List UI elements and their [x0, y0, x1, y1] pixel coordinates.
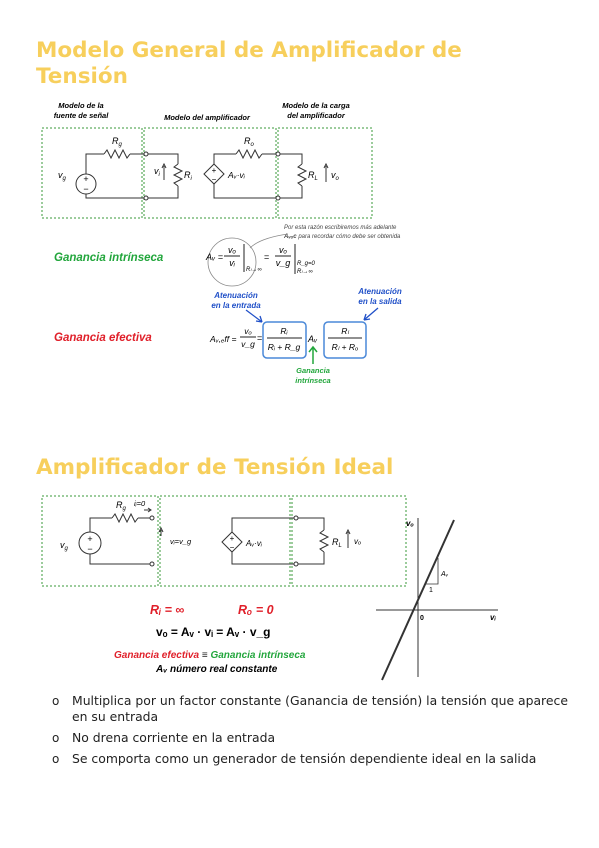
eq1-frac2-num: vₒ [279, 245, 288, 255]
eq2-frac-den: v_g [241, 339, 255, 349]
atenuacion-entrada-2: en la entrada [211, 301, 261, 310]
caption-fuente-2: fuente de señal [54, 111, 110, 120]
ideal-conditions: Rᵢ = ∞ Rₒ = 0 vₒ = Aᵥ · vᵢ = Aᵥ · v_g Ga… [114, 603, 306, 675]
ideal-source-vg [78, 531, 102, 555]
svg-text:vo: vo [331, 170, 340, 182]
graph-origin: 0 [420, 615, 424, 622]
svg-text:+: + [212, 166, 217, 175]
source-vg-symbol [75, 173, 97, 195]
caption-amplificador: Modelo del amplificador [164, 113, 251, 122]
gain-equations: Por esta razón escribiremos más adelante… [54, 225, 402, 385]
atenuacion-salida-1: Atenuación [357, 287, 402, 296]
bullet-marker: o [52, 752, 60, 766]
svg-text:−: − [212, 175, 217, 184]
atten-out-box [323, 321, 367, 359]
eq1-eq: = [264, 252, 269, 262]
svg-text:vg: vg [60, 540, 69, 552]
eq2-aveff: Aᵥ,ₑff = [209, 334, 236, 344]
box-carga [277, 127, 373, 219]
gi-label-1: Ganancia [296, 366, 330, 375]
svg-text:+: + [87, 534, 92, 544]
ideal-vo: vₒ [354, 537, 361, 546]
svg-text:RL: RL [332, 537, 342, 549]
eq2-ri-den: Rᵢ + R_g [268, 342, 301, 352]
graph-one: 1 [429, 587, 433, 594]
highlight-circle [207, 237, 257, 287]
svg-text:RL: RL [308, 170, 318, 182]
svg-text:Rg: Rg [116, 500, 127, 512]
eq1-cond1: Rₗ→∞ [246, 267, 262, 273]
svg-text:Ri: Ri [184, 170, 193, 182]
bullet-marker: o [52, 731, 60, 745]
caption-fuente-1: Modelo de la [58, 101, 103, 110]
dependent-source-symbol [203, 163, 225, 185]
graph-y-label: vₒ [406, 519, 414, 528]
eq1-cond2a: R_g=0 [297, 261, 316, 267]
ri-infinity: Rᵢ = ∞ [150, 603, 184, 617]
svg-text:−: − [83, 184, 88, 194]
svg-text:+: + [230, 534, 235, 543]
eq2-frac-num: vₒ [244, 326, 252, 336]
transfer-graph: vₒ vᵢ 0 Aᵥ 1 [376, 518, 498, 681]
eq1-frac1-num: vₒ [228, 245, 237, 255]
svg-text:−: − [230, 543, 235, 552]
section1-title: Modelo General de Amplificador de Tensió… [36, 38, 462, 90]
graph-x-label: vᵢ [490, 613, 496, 622]
graph-slope-label: Aᵥ [440, 571, 449, 578]
gi-label-2: intrínseca [295, 376, 330, 385]
transfer-line [381, 519, 455, 681]
vi-eq-vg: vᵢ=v_g [170, 537, 192, 546]
eq2-rl-den: Rₗ + Rₒ [332, 342, 359, 352]
svg-text:vg: vg [58, 170, 67, 182]
atten-in-box [262, 321, 307, 359]
ideal-amplifier-circuit: + − + − Rg iᵢ=0 vg vᵢ=v_g Aᵥ·vᵢ RL vₒ [41, 495, 407, 587]
title-line-2: Tensión [36, 64, 128, 89]
title-line-1: Modelo General de Amplificador de [36, 38, 462, 63]
eq-vo: vₒ = Aᵥ · vᵢ = Aᵥ · v_g [156, 625, 271, 639]
svg-text:−: − [87, 544, 92, 554]
gain-equivalence: Ganancia efectiva ≡ Ganancia intrínseca [114, 650, 306, 661]
ii-zero: iᵢ=0 [134, 499, 146, 508]
svg-text:+: + [83, 174, 88, 184]
ganancia-intrinseca-label: Ganancia intrínseca [54, 252, 164, 264]
svg-text:Rg: Rg [112, 136, 123, 148]
av-real-constant: Aᵥ número real constante [155, 664, 278, 675]
ro-zero: Rₒ = 0 [238, 603, 274, 617]
box-fuente [41, 127, 143, 219]
general-model-circuit: Modelo de la fuente de señal Modelo del … [41, 101, 373, 219]
eq1-frac1-den: vᵢ [229, 258, 236, 268]
bullet-marker: o [52, 694, 60, 708]
ideal-dependent-source [221, 531, 243, 553]
svg-text:Ro: Ro [244, 136, 255, 148]
box-amplificador [143, 127, 277, 219]
svg-text:vi: vi [154, 166, 161, 178]
ideal-av-vi: Aᵥ·vᵢ [245, 539, 263, 548]
slope-triangle [426, 558, 439, 585]
atenuacion-entrada-1: Atenuación [213, 291, 258, 300]
section2-title: Amplificador de Tensión Ideal [36, 455, 394, 480]
svg-text:Aᵥ·vᵢ: Aᵥ·vᵢ [227, 170, 246, 180]
eq1-av: Aᵥ = [205, 252, 223, 262]
atenuacion-salida-2: en la salida [358, 297, 402, 306]
note-line-2: Aᵥₒc para recordar cómo debe ser obtenid… [283, 234, 401, 240]
note-line-1: Por esta razón escribiremos más adelante [284, 225, 397, 231]
eq2-rl-num: Rₗ [341, 326, 349, 336]
ganancia-efectiva-label: Ganancia efectiva [54, 332, 152, 344]
caption-carga-2: del amplificador [287, 111, 346, 120]
eq2-av: Aᵥ [307, 334, 318, 344]
gi-arrow [308, 345, 318, 364]
eq1-frac2-den: v_g [276, 258, 291, 268]
eq1-cond2b: Rₗ→∞ [297, 269, 313, 275]
caption-carga-1: Modelo de la carga [282, 101, 350, 110]
eq2-ri-num: Rᵢ [280, 326, 288, 336]
eq2-eq: = [257, 333, 262, 343]
